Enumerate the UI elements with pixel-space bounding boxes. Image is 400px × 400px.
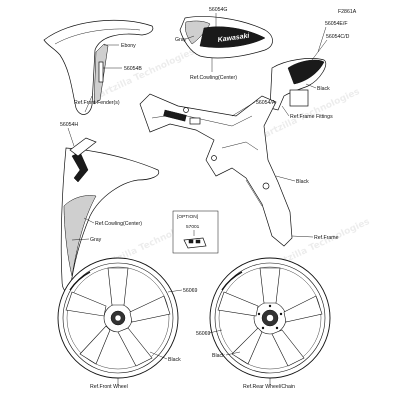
part-number-56054g[interactable]: 56054G xyxy=(209,7,227,13)
part-number-56054e[interactable]: 56054E/F xyxy=(325,21,348,27)
frame-fittings-ref[interactable]: Ref.Frame Fittings xyxy=(290,114,333,120)
cowling-center-ref-bottom[interactable]: Ref.Cowling(Center) xyxy=(95,221,142,227)
gray-label-bottom: Gray xyxy=(90,237,102,243)
watermark-text: Partzilla Technologies xyxy=(92,47,196,103)
black-label-front-wheel: Black xyxy=(168,357,181,363)
cowling-center-ref-top[interactable]: Ref.Cowling(Center) xyxy=(190,75,237,81)
front-fender-ref[interactable]: Ref.Front Fender(s) xyxy=(74,100,120,106)
part-number-56054c[interactable]: 56054C/D xyxy=(326,34,350,40)
cowling-decal-h[interactable] xyxy=(69,137,97,157)
kawasaki-logo: Kawasaki xyxy=(217,32,251,44)
black-label-fitting: Black xyxy=(317,86,330,92)
rear-wheel[interactable] xyxy=(209,257,331,379)
rear-wheel-rim-stripe[interactable] xyxy=(221,271,243,291)
rear-wheel-ref[interactable]: Ref.Rear Wheel/Chain xyxy=(243,384,295,390)
cowling-center-side[interactable] xyxy=(60,147,160,292)
ebony-label: Ebony xyxy=(121,43,136,49)
black-label-frame: Black xyxy=(296,179,309,185)
optional-tool[interactable] xyxy=(183,237,207,249)
front-wheel-ref[interactable]: Ref.Front Wheel xyxy=(90,384,128,390)
front-wheel[interactable] xyxy=(57,257,179,379)
frame-decal[interactable] xyxy=(163,109,187,122)
part-number-56054b[interactable]: 56054B xyxy=(124,66,142,72)
black-label-rear-wheel: Black xyxy=(212,353,225,359)
front-wheel-rim-stripe[interactable] xyxy=(69,271,91,291)
frame-ref[interactable]: Ref.Frame xyxy=(314,235,339,241)
figure-id: F2861A xyxy=(338,9,357,15)
part-number-56069-front[interactable]: 56069 xyxy=(183,288,198,294)
part-number-56054h[interactable]: 56054H xyxy=(60,122,78,128)
fender-decal[interactable] xyxy=(98,61,104,83)
part-number-56054a[interactable]: 56054/A xyxy=(256,100,276,106)
part-number-57001[interactable]: 57001 xyxy=(186,224,200,230)
gray-label-top: Gray xyxy=(175,37,187,43)
cowling-center-top[interactable] xyxy=(179,16,273,59)
frame-fitting-bracket[interactable] xyxy=(269,58,327,111)
part-number-56069-rear[interactable]: 56069 xyxy=(196,331,211,337)
option-box-title: [OPTION] xyxy=(177,214,198,220)
